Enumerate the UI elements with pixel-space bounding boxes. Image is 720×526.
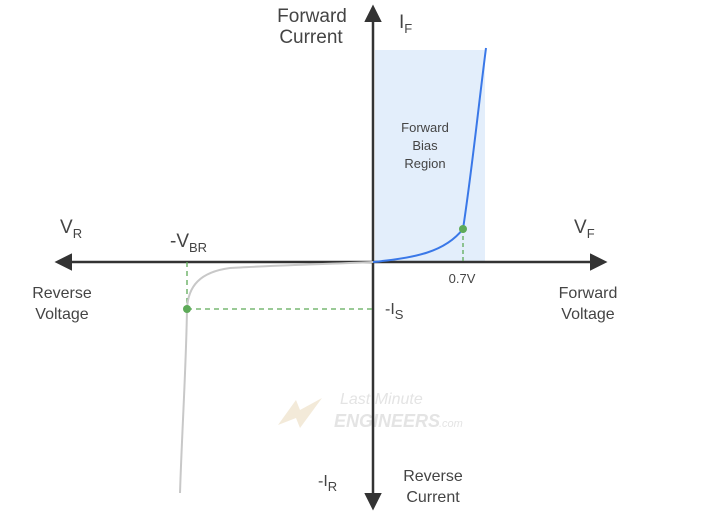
forward-voltage-label-1: Forward <box>559 285 618 302</box>
v-f-label: VF <box>574 217 595 241</box>
i-f-label: IF <box>399 12 412 36</box>
forward-current-label-1: Forward <box>277 6 347 27</box>
watermark-logo: Last Minute ENGINEERS .com <box>278 391 463 431</box>
forward-bias-region-label-2: Bias <box>412 138 438 153</box>
neg-vbr-label: -VBR <box>170 231 207 255</box>
reverse-bias-curve <box>179 261 374 494</box>
forward-current-label-2: Current <box>279 27 343 48</box>
forward-voltage-label-2: Voltage <box>561 306 614 323</box>
forward-bias-region-label-3: Region <box>404 156 445 171</box>
neg-ir-label: -IR <box>318 473 337 494</box>
threshold-voltage-label: 0.7V <box>449 271 476 286</box>
breakdown-point-marker <box>183 305 191 313</box>
reverse-voltage-label-2: Voltage <box>35 306 88 323</box>
neg-is-label: -IS <box>385 301 404 322</box>
watermark-line2: ENGINEERS <box>334 411 440 431</box>
reverse-current-label-2: Current <box>406 489 460 506</box>
reverse-current-label-1: Reverse <box>403 468 463 485</box>
forward-bias-curve <box>372 47 487 263</box>
watermark-line1: Last Minute <box>340 391 423 408</box>
forward-bias-region-label-1: Forward <box>401 120 449 135</box>
v-r-label: VR <box>60 217 82 241</box>
reverse-voltage-label-1: Reverse <box>32 285 92 302</box>
watermark-suffix: .com <box>439 418 463 430</box>
threshold-point-marker <box>459 225 467 233</box>
forward-bias-region-shade <box>375 50 485 262</box>
